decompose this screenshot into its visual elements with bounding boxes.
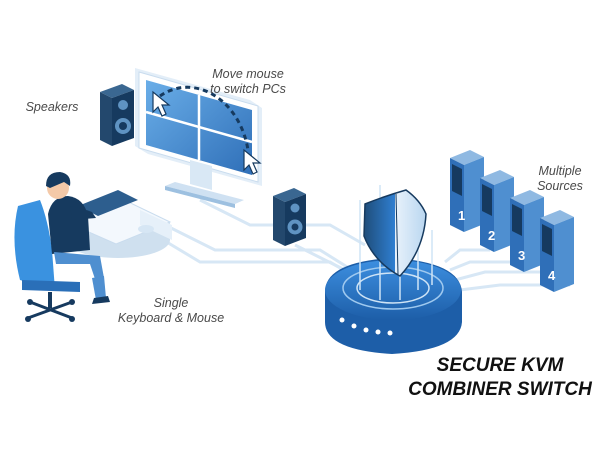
shield-icon	[363, 189, 427, 277]
title-line1: SECURE KVM	[436, 355, 564, 376]
multiple-sources-label: Multiple Sources	[520, 164, 600, 194]
server-number-1: 1	[458, 208, 465, 223]
single-kbm-line2: Keyboard & Mouse	[117, 311, 225, 325]
single-kbm-label: Single Keyboard & Mouse	[106, 296, 236, 326]
multiple-sources-line2: Sources	[537, 179, 583, 193]
server-2	[480, 170, 514, 252]
product-title: SECURE KVM COMBINER SWITCH	[400, 354, 600, 402]
move-mouse-label: Move mouse to switch PCs	[196, 67, 300, 97]
single-kbm-line1: Single	[153, 296, 189, 310]
server-3	[510, 190, 544, 272]
speaker-left	[100, 84, 134, 146]
server-number-3: 3	[518, 248, 525, 263]
server-4	[540, 210, 574, 292]
monitor	[135, 68, 262, 208]
desk	[64, 190, 172, 258]
chair	[14, 200, 80, 322]
speakers-text: Speakers	[25, 100, 79, 114]
move-mouse-line2: to switch PCs	[210, 82, 286, 96]
speakers-label: Speakers	[20, 100, 84, 115]
move-mouse-line1: Move mouse	[212, 67, 284, 81]
speaker-right	[273, 188, 306, 246]
server-racks: 1 2 3 4	[450, 150, 574, 292]
server-number-4: 4	[548, 268, 556, 283]
cursor-start-icon	[152, 90, 171, 117]
server-number-2: 2	[488, 228, 495, 243]
multiple-sources-line1: Multiple	[538, 164, 582, 178]
person	[46, 172, 110, 304]
cursor-end-icon	[243, 148, 262, 175]
kvm-switch	[325, 185, 462, 354]
title-line2: COMBINER SWITCH	[408, 379, 592, 400]
mouse-move-arc	[152, 85, 262, 175]
server-1	[450, 150, 484, 232]
